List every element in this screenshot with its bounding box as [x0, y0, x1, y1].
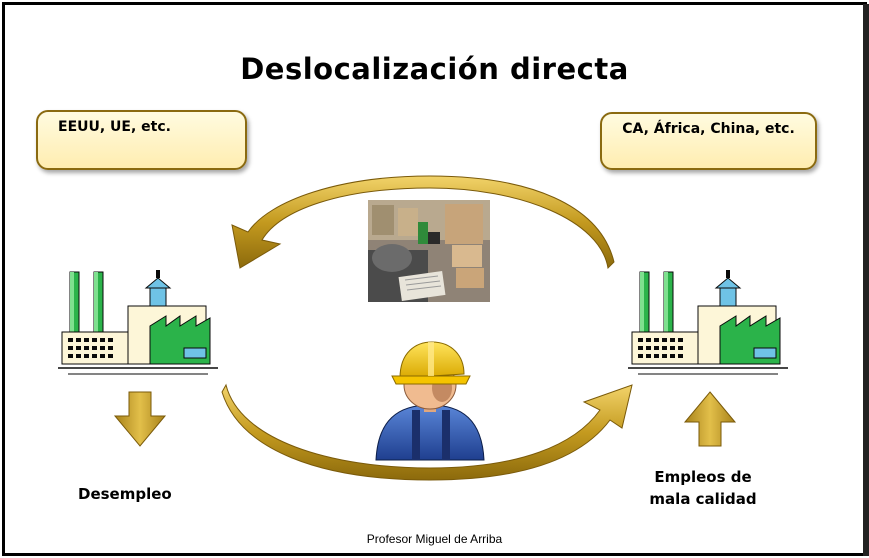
- curved-arrow-bottom-icon: [221, 383, 633, 481]
- low-quality-jobs-line1: Empleos de: [654, 468, 752, 486]
- frame-shadow: [863, 4, 869, 556]
- low-quality-jobs-label: Empleos de mala calidad: [628, 466, 778, 510]
- unemployment-label: Desempleo: [78, 485, 172, 503]
- arrow-up-icon: [683, 391, 737, 447]
- region-label-developed: EEUU, UE, etc.: [58, 119, 171, 135]
- region-box-developing: CA, África, China, etc.: [600, 112, 817, 170]
- region-label-developing: CA, África, China, etc.: [622, 121, 795, 137]
- low-quality-jobs-line2: mala calidad: [649, 490, 757, 508]
- curved-arrow-top-icon: [231, 175, 615, 270]
- footer-credit: Profesor Miguel de Arriba: [366, 532, 503, 546]
- factory-right-icon: [628, 270, 788, 375]
- region-box-developed: EEUU, UE, etc.: [36, 110, 247, 170]
- slide-title: Deslocalización directa: [240, 52, 629, 86]
- arrow-down-icon: [113, 391, 167, 447]
- warehouse-photo: [368, 200, 490, 302]
- worker-icon: [375, 341, 485, 461]
- factory-left-icon: [58, 270, 218, 375]
